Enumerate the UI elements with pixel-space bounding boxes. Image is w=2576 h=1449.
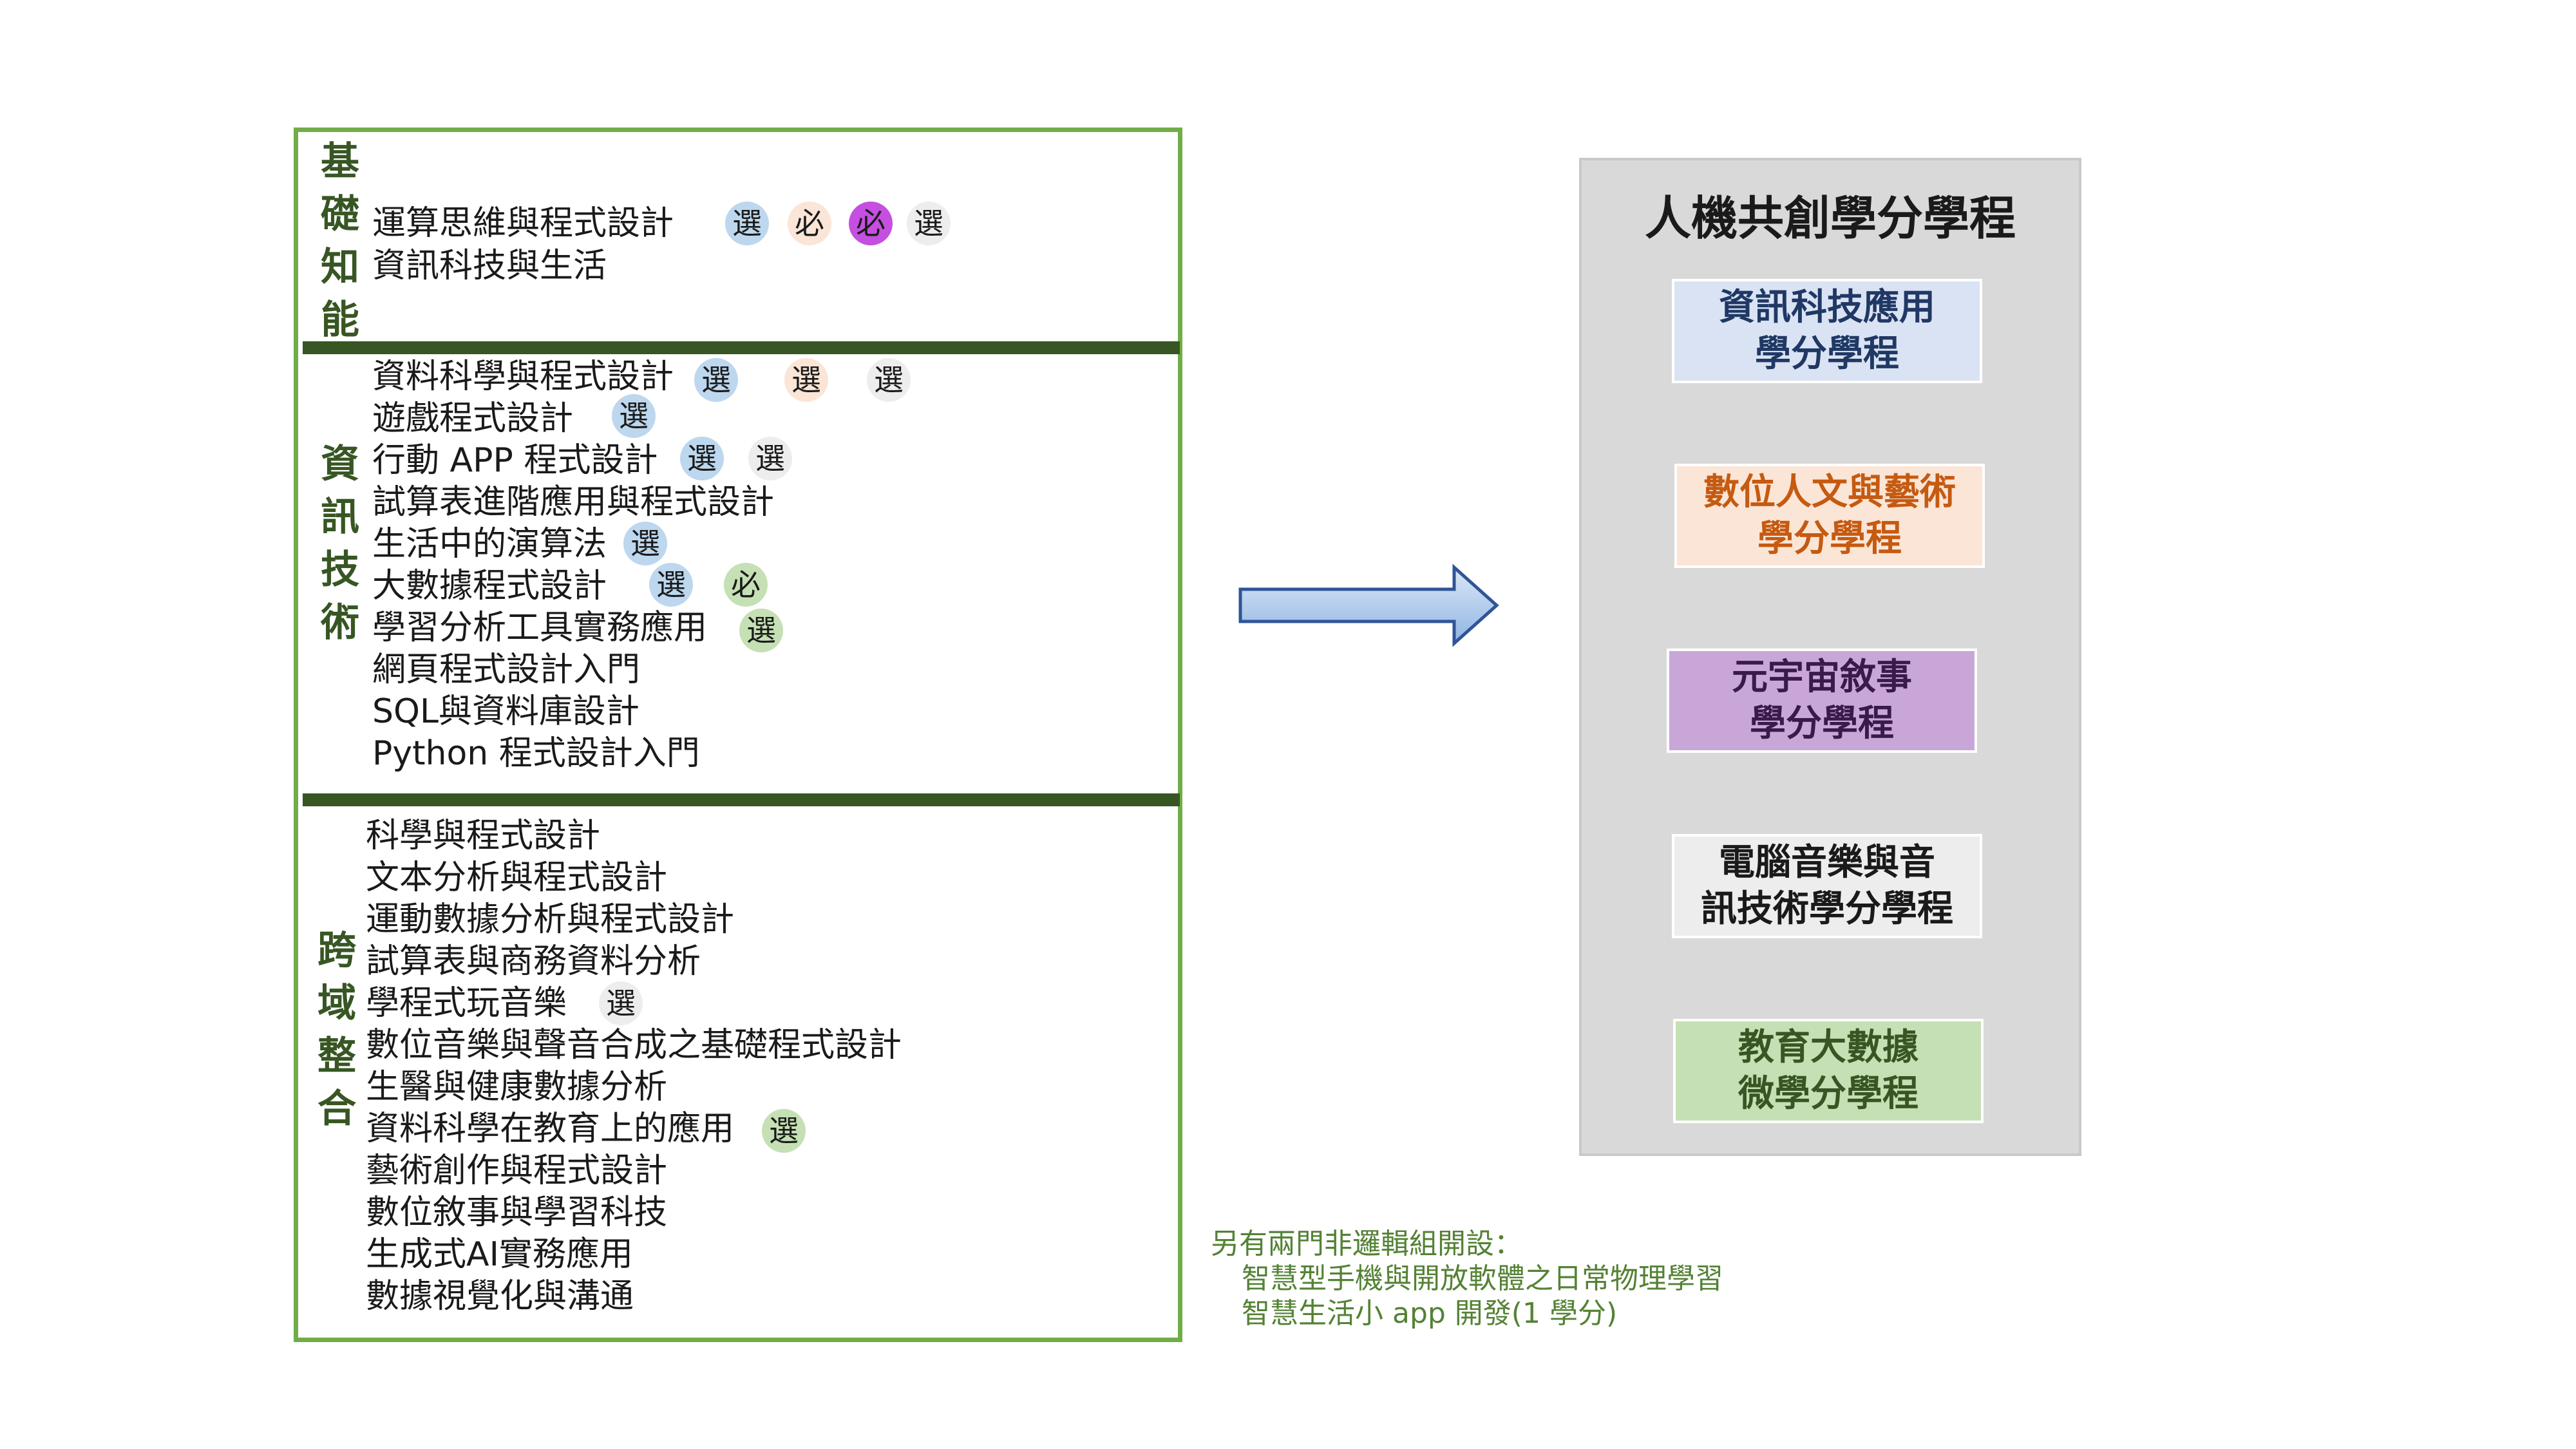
program-box-metaverse: 元宇宙敘事 學分學程 [1667,649,1977,753]
course-it: Python 程式設計入門 [372,734,700,773]
section-divider-1 [303,341,1180,354]
elective-badge: 選 [623,522,667,565]
course-foundation: 資訊科技與生活 [372,247,607,285]
note-block: 另有兩門非邏輯組開設： 智慧型手機與開放軟體之日常物理學習 智慧生活小 app … [1211,1227,1723,1331]
elective-badge: 選 [694,358,738,402]
elective-badge: 選 [748,437,792,480]
required-badge: 必 [724,563,768,607]
program-label-line2: 學分學程 [1750,703,1894,744]
course-cross: 科學與程式設計 [366,817,601,855]
right-arrow-icon [1238,564,1499,647]
program-label-line2: 學分學程 [1757,518,1902,560]
course-it: 試算表進階應用與程式設計 [372,483,775,522]
program-label-line1: 教育大數據 [1738,1027,1918,1068]
category-label-cross: 跨 域 整 合 [317,928,356,1132]
program-box-computer-music: 電腦音樂與音 訊技術學分學程 [1672,834,1982,938]
program-label-line2: 學分學程 [1755,333,1899,375]
elective-badge: 選 [725,202,769,245]
program-box-it-application: 資訊科技應用 學分學程 [1672,279,1982,383]
course-cross: 學程式玩音樂 [366,984,567,1023]
course-it: 生活中的演算法 [372,525,607,564]
course-it: 學習分析工具實務應用 [372,609,708,647]
course-it: 遊戲程式設計 [372,399,574,438]
elective-badge: 選 [784,358,828,402]
elective-badge: 選 [762,1109,806,1153]
course-cross: 數位音樂與聲音合成之基礎程式設計 [366,1026,902,1065]
program-box-digital-humanities: 數位人文與藝術 學分學程 [1674,464,1985,568]
program-label-line1: 數位人文與藝術 [1703,471,1956,513]
course-cross: 生醫與健康數據分析 [366,1068,668,1106]
course-it: 網頁程式設計入門 [372,650,641,689]
course-list-box [294,128,1182,1342]
category-label-it: 資 訊 技 術 [321,442,359,645]
elective-badge: 選 [867,358,911,402]
elective-badge: 選 [739,609,783,652]
program-label-line2: 微學分學程 [1738,1073,1918,1115]
course-it: 行動 APP 程式設計 [372,441,658,480]
category-label-foundation: 基 礎 知 能 [321,139,359,343]
program-box-education-big-data: 教育大數據 微學分學程 [1673,1019,1984,1123]
elective-badge: 選 [649,563,693,607]
program-label-line1: 電腦音樂與音 [1719,842,1935,884]
course-it: 大數據程式設計 [372,567,607,605]
course-cross: 資料科學在教育上的應用 [366,1110,735,1148]
elective-badge: 選 [599,981,643,1025]
elective-badge: 選 [680,437,724,480]
course-cross: 生成式AI實務應用 [366,1235,633,1274]
program-label-line2: 訊技術學分學程 [1701,888,1953,930]
course-cross: 藝術創作與程式設計 [366,1151,668,1190]
program-panel-title: 人機共創學分學程 [1644,191,2016,245]
course-cross: 試算表與商務資料分析 [366,942,701,981]
elective-badge: 選 [612,394,656,438]
course-it: SQL與資料庫設計 [372,692,639,731]
note-item: 智慧生活小 app 開發(1 學分) [1242,1297,1618,1330]
required-badge: 必 [788,202,831,245]
course-cross: 數據視覺化與溝通 [366,1277,634,1316]
required-badge: 必 [849,202,893,245]
section-divider-2 [303,793,1180,806]
program-label-line1: 元宇宙敘事 [1732,656,1912,698]
note-heading: 另有兩門非邏輯組開設： [1211,1227,1522,1260]
course-cross: 運動數據分析與程式設計 [366,900,735,939]
note-item: 智慧型手機與開放軟體之日常物理學習 [1242,1262,1723,1295]
course-foundation: 運算思維與程式設計 [372,204,674,243]
course-it: 資料科學與程式設計 [372,357,674,396]
elective-badge: 選 [907,202,951,245]
course-cross: 文本分析與程式設計 [366,858,668,897]
course-cross: 數位敘事與學習科技 [366,1193,668,1232]
program-label-line1: 資訊科技應用 [1719,287,1935,328]
